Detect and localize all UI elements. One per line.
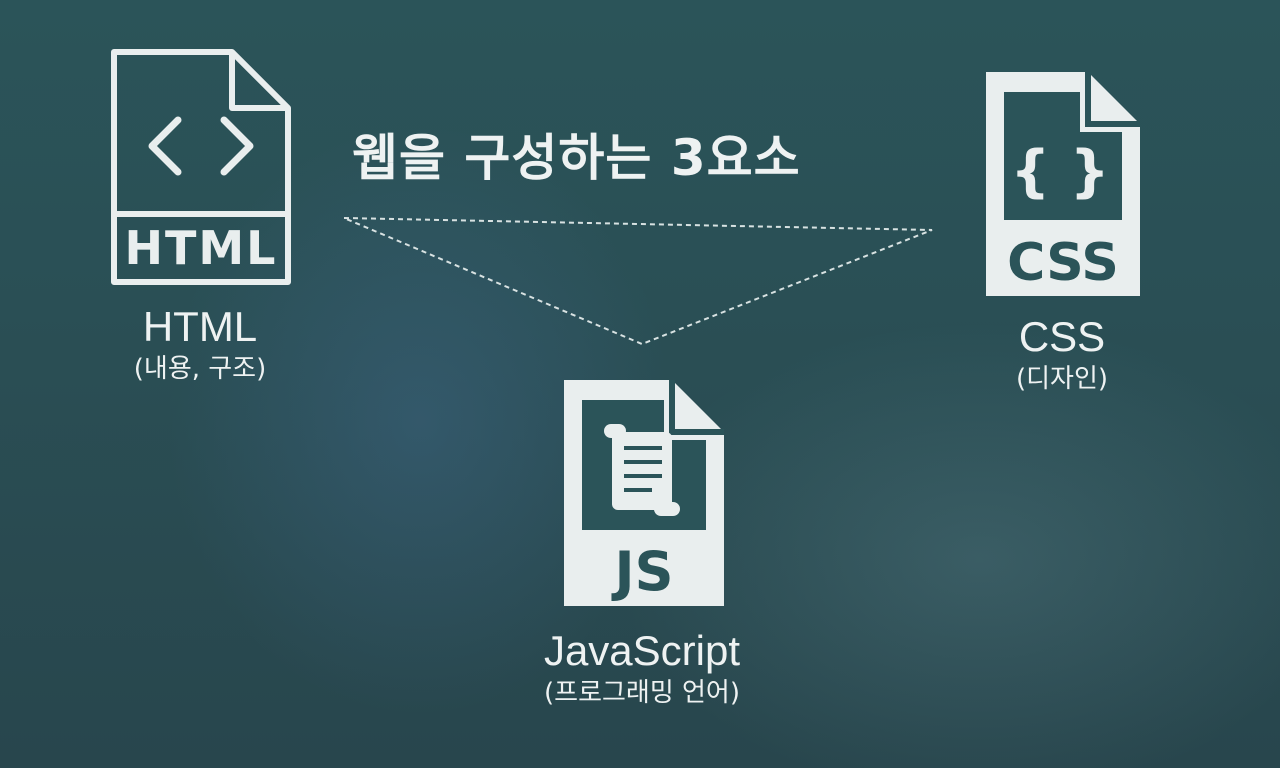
html-name: HTML	[142, 303, 258, 350]
scroll-icon	[604, 424, 680, 516]
html-desc: (내용, 구조)	[133, 354, 267, 384]
js-desc: (프로그래밍 언어)	[544, 678, 740, 708]
css-desc: (디자인)	[1015, 364, 1109, 394]
js-label: JavaScript (프로그래밍 언어)	[492, 626, 792, 710]
js-file-icon: JS	[560, 376, 728, 610]
js-badge-text: JS	[611, 540, 674, 603]
html-file-icon: HTML	[106, 46, 294, 288]
html-label: HTML (내용, 구조)	[100, 302, 300, 386]
css-file-icon: { } CSS	[982, 68, 1144, 300]
css-badge-text: CSS	[1007, 233, 1119, 293]
css-label: CSS (디자인)	[962, 312, 1162, 396]
css-name: CSS	[1018, 313, 1106, 360]
page-title: 웹을 구성하는 3요소	[352, 129, 801, 187]
html-badge-text: HTML	[125, 221, 278, 275]
dashed-triangle	[340, 210, 940, 354]
js-name: JavaScript	[543, 627, 741, 674]
curly-braces-glyph: { }	[1010, 139, 1109, 204]
